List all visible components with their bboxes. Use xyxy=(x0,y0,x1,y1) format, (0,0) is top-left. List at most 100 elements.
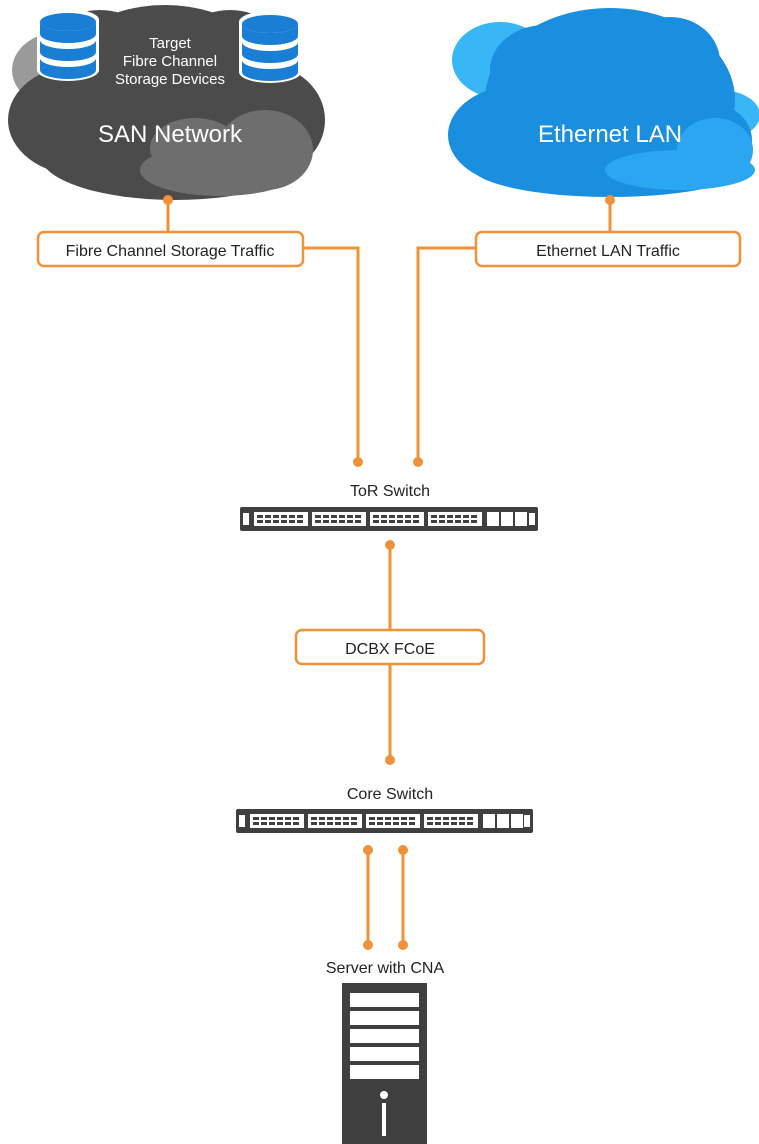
port xyxy=(339,520,345,523)
port xyxy=(355,520,361,523)
port xyxy=(297,515,303,518)
port xyxy=(435,817,441,820)
port xyxy=(377,817,383,820)
port xyxy=(389,520,395,523)
port xyxy=(323,515,329,518)
port xyxy=(261,817,267,820)
core-switch-label: Core Switch xyxy=(347,786,433,803)
port xyxy=(253,822,259,825)
port-block xyxy=(370,512,424,526)
sfp-port xyxy=(515,512,527,526)
port xyxy=(315,515,321,518)
tor-switch-label: ToR Switch xyxy=(350,483,430,500)
sfp-port xyxy=(501,512,513,526)
port xyxy=(385,822,391,825)
port-block xyxy=(428,512,482,526)
port xyxy=(459,822,465,825)
port xyxy=(373,520,379,523)
port xyxy=(393,822,399,825)
sfp-port xyxy=(511,814,523,828)
port xyxy=(327,822,333,825)
ethernet-lan-title: Ethernet LAN xyxy=(538,121,682,148)
connector-endpoints xyxy=(163,195,615,950)
server: Server with CNA xyxy=(326,960,445,1144)
port-block xyxy=(366,814,420,828)
port xyxy=(413,520,419,523)
port xyxy=(439,515,445,518)
port xyxy=(369,822,375,825)
port xyxy=(397,520,403,523)
port xyxy=(447,515,453,518)
port xyxy=(451,817,457,820)
port xyxy=(463,520,469,523)
port xyxy=(381,520,387,523)
port xyxy=(393,817,399,820)
port xyxy=(273,515,279,518)
sfp-port xyxy=(497,814,509,828)
port xyxy=(397,515,403,518)
storage-caption-line-2: Fibre Channel xyxy=(123,53,217,70)
port xyxy=(455,520,461,523)
port xyxy=(331,520,337,523)
port xyxy=(435,822,441,825)
port-block xyxy=(308,814,362,828)
port xyxy=(327,817,333,820)
port xyxy=(439,520,445,523)
tor-switch: ToR Switch xyxy=(240,483,538,531)
port xyxy=(297,520,303,523)
port xyxy=(339,515,345,518)
port xyxy=(463,515,469,518)
port xyxy=(443,817,449,820)
port xyxy=(319,817,325,820)
port xyxy=(253,817,259,820)
dcbx-text: DCBX FCoE xyxy=(345,641,435,658)
port-block xyxy=(424,814,478,828)
port xyxy=(459,817,465,820)
sfp-port xyxy=(487,512,499,526)
port xyxy=(281,515,287,518)
port xyxy=(377,822,383,825)
core-switch-ports xyxy=(250,814,523,828)
port xyxy=(467,822,473,825)
fc-traffic-text: Fibre Channel Storage Traffic xyxy=(66,243,275,260)
port xyxy=(427,822,433,825)
connectors xyxy=(166,200,612,945)
port xyxy=(443,822,449,825)
port xyxy=(281,520,287,523)
sfp-port xyxy=(483,814,495,828)
port xyxy=(319,822,325,825)
server-label: Server with CNA xyxy=(326,960,445,977)
port xyxy=(315,520,321,523)
port xyxy=(265,515,271,518)
port xyxy=(385,817,391,820)
storage-caption-line-1: Target xyxy=(149,35,192,52)
port xyxy=(331,515,337,518)
port xyxy=(285,817,291,820)
port xyxy=(261,822,267,825)
tor-switch-ports xyxy=(254,512,527,526)
port xyxy=(335,817,341,820)
port xyxy=(431,520,437,523)
port xyxy=(257,515,263,518)
port xyxy=(409,822,415,825)
port xyxy=(401,817,407,820)
port xyxy=(311,817,317,820)
port xyxy=(273,520,279,523)
port-block xyxy=(312,512,366,526)
port xyxy=(351,822,357,825)
port xyxy=(293,822,299,825)
port xyxy=(471,520,477,523)
port xyxy=(289,520,295,523)
port xyxy=(269,822,275,825)
port xyxy=(471,515,477,518)
port xyxy=(451,822,457,825)
port xyxy=(369,817,375,820)
port xyxy=(467,817,473,820)
port xyxy=(389,515,395,518)
port xyxy=(343,822,349,825)
storage-device-right-icon xyxy=(239,11,301,83)
core-switch: Core Switch xyxy=(236,786,533,833)
port xyxy=(405,520,411,523)
port xyxy=(347,520,353,523)
